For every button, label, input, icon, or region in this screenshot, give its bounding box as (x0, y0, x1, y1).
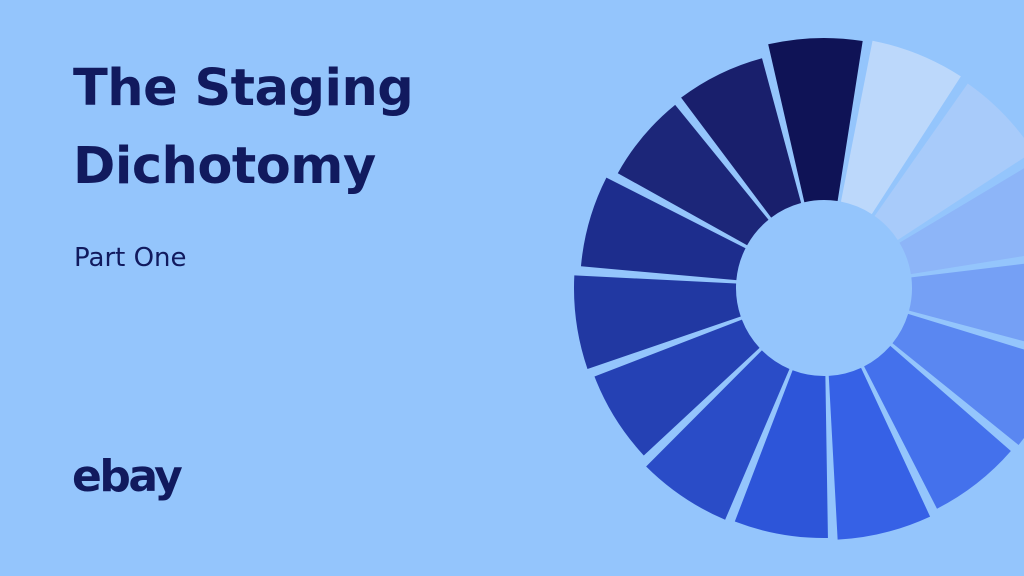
ring-segment-15 (840, 40, 961, 215)
ring-segment-3 (617, 104, 769, 246)
ring-segment-4 (580, 177, 746, 281)
headline-line-2: Dichotomy (73, 137, 376, 196)
ring-segment-14 (874, 83, 1024, 240)
ring-segment-7 (646, 350, 790, 520)
ring-segment-8 (734, 370, 828, 539)
ring-segment-5 (573, 275, 741, 369)
ring-segment-13 (899, 168, 1024, 275)
ring-segment-12 (909, 263, 1024, 342)
ring-segment-2 (681, 58, 802, 218)
headline-line-1: The Staging (73, 59, 414, 118)
ring-segment-1 (768, 38, 863, 203)
headline: The Staging Dichotomy (73, 50, 414, 206)
ring-segment-10 (864, 345, 1011, 509)
ring-segment-11 (892, 313, 1024, 445)
subtitle: Part One (74, 243, 187, 273)
ring-segment-6 (594, 319, 760, 456)
ring-segment-9 (828, 367, 931, 540)
ebay-logo: ebay (72, 451, 183, 502)
